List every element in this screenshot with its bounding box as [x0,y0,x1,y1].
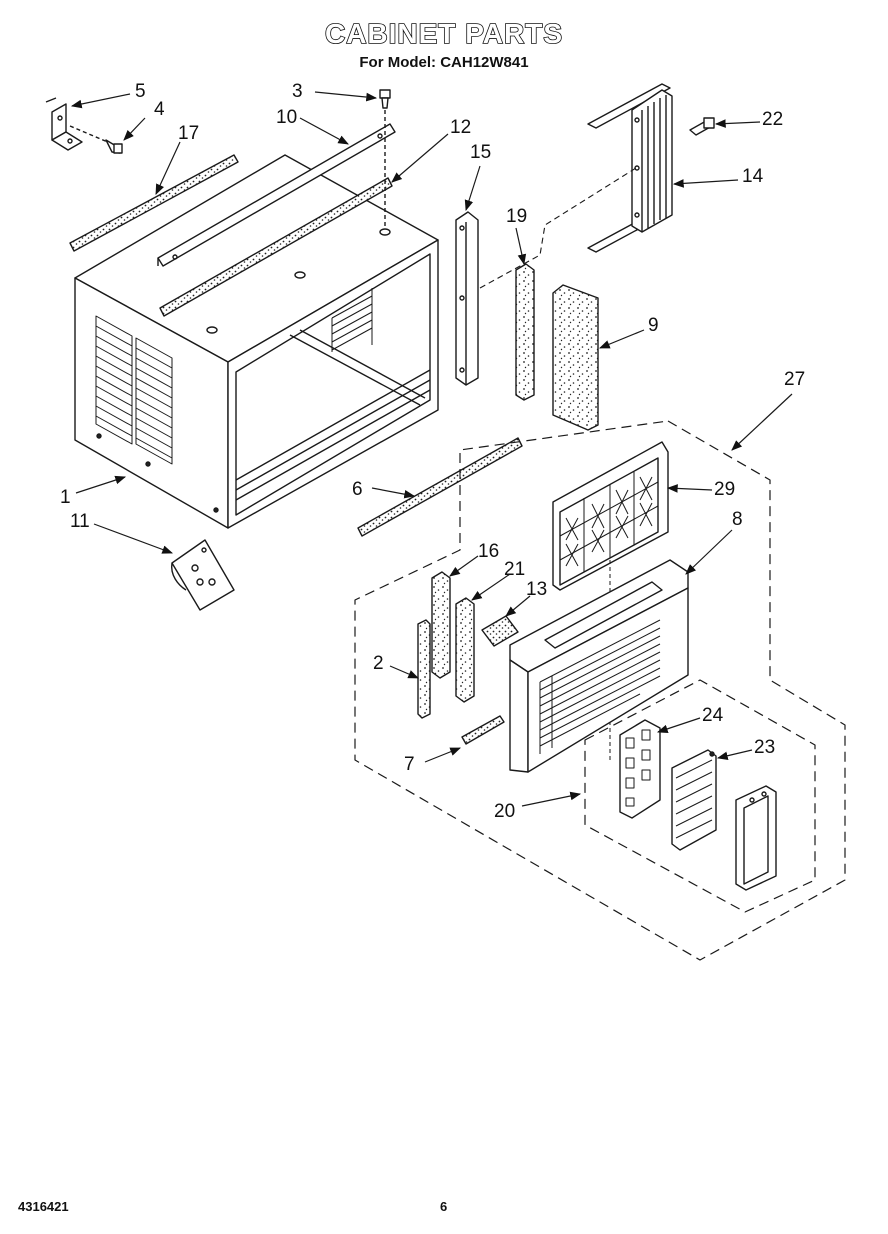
leader-9 [599,329,645,349]
model-subtitle: For Model: CAH12W841 [359,54,529,71]
callout-7: 7 [404,754,415,775]
callout-17: 17 [178,123,200,144]
callout-24: 24 [702,705,724,726]
leader-3 [314,91,378,102]
leader-5 [70,93,131,109]
bracket-part [45,97,83,151]
vertical-rail-part [455,211,479,386]
callout-15: 15 [470,142,492,163]
side-curtain-part [587,83,673,253]
callout-5: 5 [135,81,146,102]
foam-strip-16 [431,571,451,679]
callout-21: 21 [504,559,526,580]
vent-blades-part [671,749,717,851]
leader-10 [299,117,349,145]
leader-21 [471,573,511,601]
foam-pad-13 [481,615,519,647]
leader-20 [521,791,582,807]
page-title: CABINET PARTS [324,17,564,50]
callout-9: 9 [648,315,659,336]
callout-11: 11 [70,511,90,532]
leader-24 [656,717,701,734]
leader-15 [464,165,481,212]
foam-strip-19 [515,263,535,401]
screw-3 [379,89,391,228]
hardware-bag-part [171,539,235,611]
gasket-strip-6 [357,437,523,537]
leader-14 [672,179,739,188]
group-27-boundary [354,420,846,961]
foam-strip-21 [455,597,475,703]
foam-strip-2 [417,619,431,719]
leader-2 [389,665,419,679]
callout-4: 4 [154,99,165,120]
foam-strip-7 [461,715,505,745]
part-number: 4316421 [18,1199,69,1214]
leader-6 [371,487,416,499]
leader-13 [505,595,531,617]
screw-22 [689,117,715,136]
callout-20: 20 [494,801,516,822]
callout-14: 14 [742,166,764,187]
screw-4 [69,125,123,154]
gasket-strip-12 [159,177,393,317]
leader-8 [685,529,733,575]
leader-23 [716,749,753,760]
callout-19: 19 [506,206,528,227]
callout-3: 3 [292,81,303,102]
callout-12: 12 [450,117,472,138]
callout-1: 1 [60,487,71,508]
leader-12 [391,133,449,183]
callout-22: 22 [762,109,784,130]
leader-16 [449,555,479,577]
vent-frame-part [735,785,777,891]
leader-27 [731,393,793,451]
page-number: 6 [440,1199,448,1214]
vent-bracket-part [619,719,661,819]
callout-23: 23 [754,737,776,758]
leader-29 [666,484,713,493]
callout-2: 2 [373,653,384,674]
air-filter-part [552,441,669,591]
gasket-strip-17 [69,154,239,252]
front-grille-part [509,559,689,773]
callout-29: 29 [714,479,736,500]
top-rail-part [157,123,396,267]
callout-16: 16 [478,541,500,562]
leader-4 [123,117,146,141]
callout-27: 27 [784,369,806,390]
callout-6: 6 [352,479,363,500]
leader-1 [75,475,127,494]
leader-17 [155,141,181,195]
group-20-boundary [584,679,816,913]
callout-13: 13 [526,579,548,600]
leader-7 [424,747,462,763]
leader-22 [714,119,761,128]
foam-pad-9 [552,284,599,431]
leader-19 [515,227,527,266]
leader-11 [93,523,174,554]
callout-8: 8 [732,509,743,530]
callout-10: 10 [276,107,298,128]
